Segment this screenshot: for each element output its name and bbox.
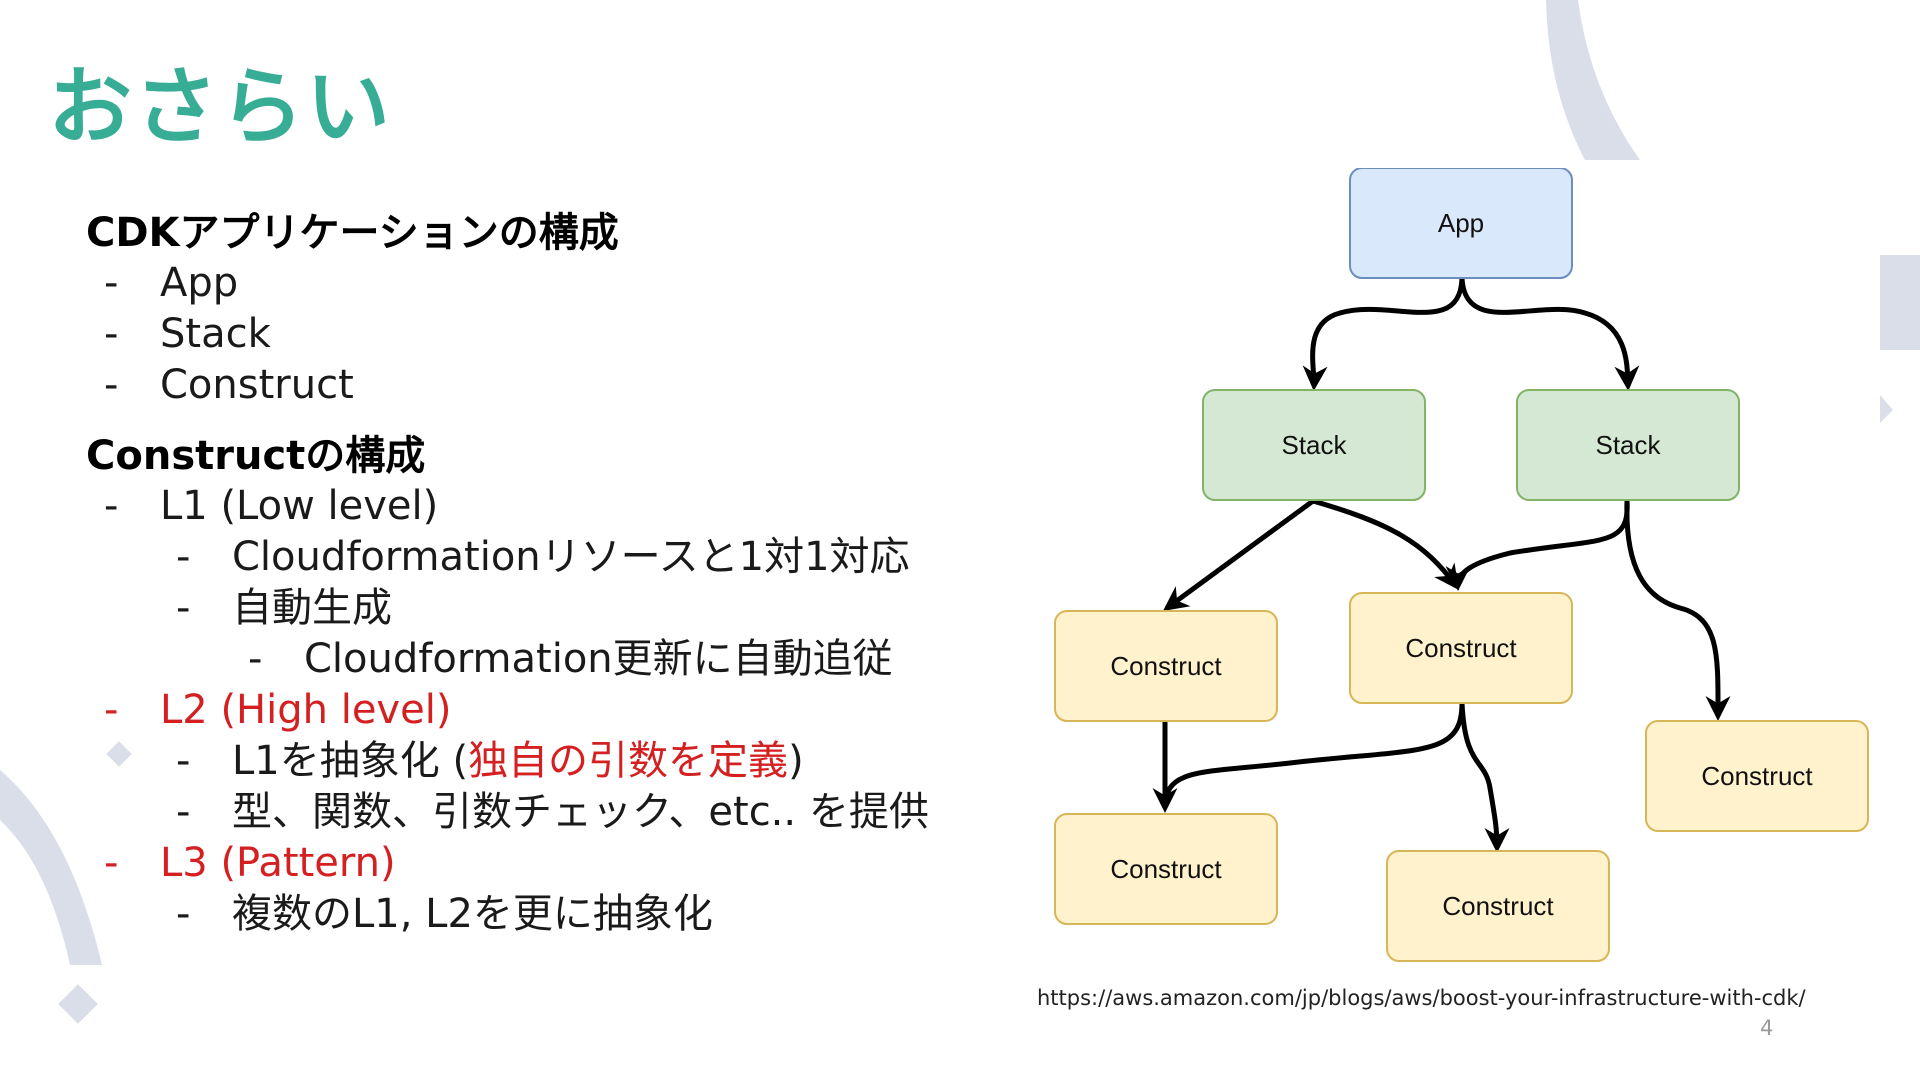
- edge-stack-right-construct-e: [1624, 500, 1731, 721]
- deco-arc-left: [0, 770, 102, 965]
- list-item-app: -App: [104, 260, 239, 306]
- highlight-custom-args: 独自の引数を定義: [468, 738, 789, 784]
- list-item-l1: -L1 (Low level): [104, 483, 439, 529]
- svg-text:Stack: Stack: [1281, 430, 1347, 460]
- list-item-l1-cfn-mapping: -Cloudformationリソースと1対1対応: [176, 534, 910, 580]
- list-item-l2-abstraction: -L1を抽象化 (独自の引数を定義): [176, 738, 804, 784]
- list-item-l1-auto-follow: -Cloudformation更新に自動追従: [248, 636, 893, 682]
- list-item-stack: -Stack: [104, 311, 271, 357]
- source-link[interactable]: https://aws.amazon.com/jp/blogs/aws/boos…: [1037, 986, 1806, 1010]
- svg-text:Construct: Construct: [1405, 633, 1517, 663]
- svg-text:Construct: Construct: [1442, 891, 1554, 921]
- deco-triangle-right: [1880, 395, 1893, 423]
- node-app: App: [1349, 168, 1573, 279]
- deco-band-right: [1880, 255, 1920, 350]
- edge-stack-right-construct-b: [1445, 500, 1630, 591]
- list-item-l2: -L2 (High level): [104, 687, 452, 733]
- deco-diamond-large: [58, 984, 98, 1024]
- edge-app-stack-right: [1459, 277, 1640, 391]
- node-construct-a: Construct: [1054, 610, 1278, 722]
- deco-arc-top-right: [1546, 0, 1640, 160]
- cdk-tree-diagram: App Stack Stack Construct Construct Cons…: [1054, 168, 1869, 962]
- edge-app-stack-left: [1302, 277, 1465, 391]
- outline-list: CDKアプリケーションの構成 -App -Stack -Construct Co…: [86, 208, 1006, 940]
- deco-diamond-small: [106, 741, 132, 767]
- node-stack-left: Stack: [1202, 389, 1426, 501]
- page-number: 4: [1760, 1016, 1774, 1040]
- node-construct-e: Construct: [1645, 720, 1869, 832]
- svg-text:Construct: Construct: [1110, 651, 1222, 681]
- list-item-l3-abstraction: -複数のL1, L2を更に抽象化: [176, 891, 713, 937]
- node-construct-b: Construct: [1349, 592, 1573, 704]
- list-item-l3: -L3 (Pattern): [104, 840, 396, 886]
- node-construct-c: Construct: [1054, 813, 1278, 925]
- svg-text:Construct: Construct: [1110, 854, 1222, 884]
- section-heading-cdk-app: CDKアプリケーションの構成: [86, 210, 619, 256]
- edge-stack-left-construct-a: [1162, 498, 1315, 611]
- svg-text:Stack: Stack: [1595, 430, 1661, 460]
- section-heading-construct: Constructの構成: [86, 433, 426, 479]
- edge-construct-b-construct-d: [1459, 702, 1510, 853]
- svg-text:Construct: Construct: [1701, 761, 1813, 791]
- edge-construct-b-construct-c: [1162, 702, 1465, 809]
- page-title: おさらい: [48, 58, 393, 156]
- list-item-l1-autogen: -自動生成: [176, 585, 392, 631]
- edge-stack-left-construct-b: [1312, 498, 1459, 591]
- node-construct-d: Construct: [1386, 850, 1610, 962]
- svg-text:App: App: [1438, 208, 1484, 238]
- list-item-construct: -Construct: [104, 362, 354, 408]
- node-stack-right: Stack: [1516, 389, 1740, 501]
- list-item-l2-provides: -型、関数、引数チェック、etc.. を提供: [176, 789, 929, 835]
